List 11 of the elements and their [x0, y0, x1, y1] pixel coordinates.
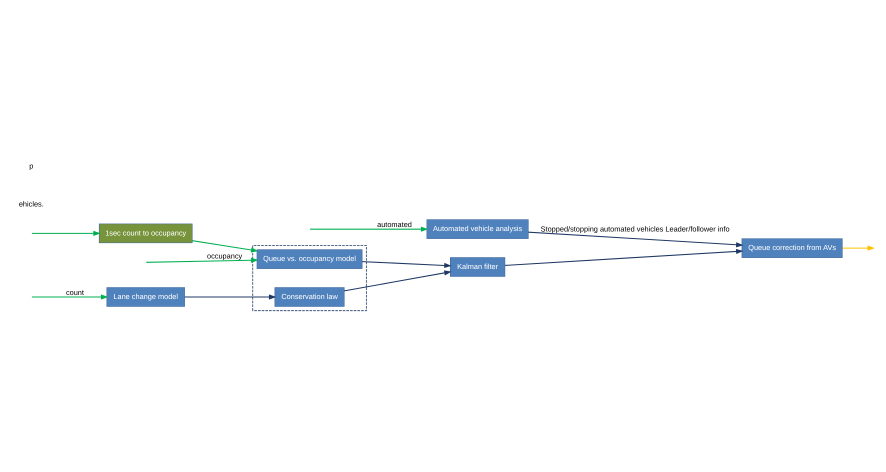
arrow [344, 270, 452, 292]
arrow [32, 294, 108, 300]
arrow [192, 240, 258, 253]
arrow [310, 226, 428, 232]
arrow [32, 230, 101, 236]
arrow [362, 261, 452, 268]
arrow [146, 258, 258, 263]
arrow [504, 248, 744, 266]
arrow [528, 232, 744, 248]
arrow [842, 246, 875, 251]
arrow [184, 294, 276, 300]
